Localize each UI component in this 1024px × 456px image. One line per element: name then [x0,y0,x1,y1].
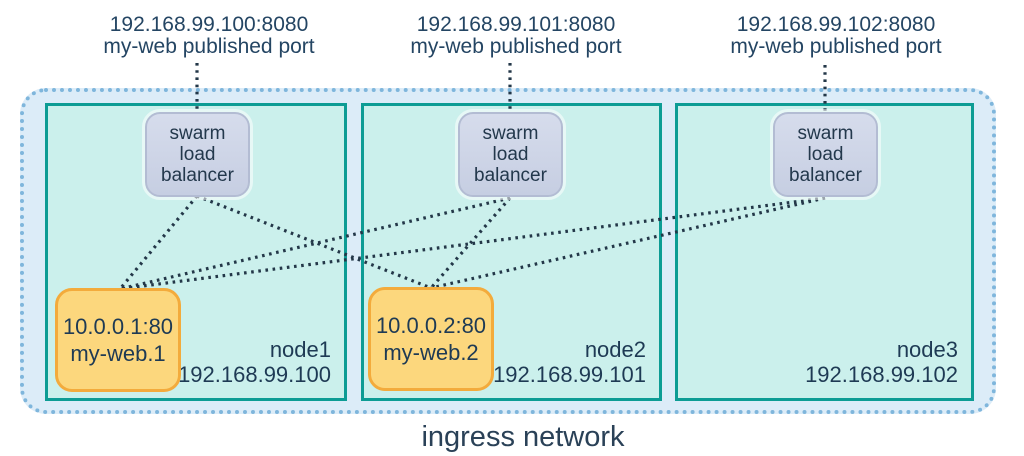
task-name: my-web.1 [70,341,166,366]
node-label: node2 192.168.99.101 [493,337,646,387]
published-port-address: 192.168.99.102:8080 [736,13,936,36]
task-box-my-web-1: 10.0.0.1:80 my-web.1 [55,288,181,392]
published-port-caption: my-web published port [730,35,942,58]
node-ip: 192.168.99.102 [805,362,958,387]
published-port-caption: my-web published port [410,35,622,58]
node-name: node2 [584,337,646,362]
published-port-label-node1: 192.168.99.100:8080 my-web published por… [69,14,349,58]
task-name: my-web.2 [383,340,479,365]
published-port-label-node2: 192.168.99.101:8080 my-web published por… [376,14,656,58]
node-ip: 192.168.99.101 [493,362,646,387]
published-port-address: 192.168.99.100:8080 [109,13,309,36]
node-label: node3 192.168.99.102 [805,337,958,387]
task-address: 10.0.0.1:80 [62,314,174,339]
node-label: node1 192.168.99.100 [178,337,331,387]
node-name: node1 [269,337,331,362]
task-box-my-web-2: 10.0.0.2:80 my-web.2 [368,287,494,391]
load-balancer-node3: swarm load balancer [770,109,881,200]
published-port-caption: my-web published port [103,35,315,58]
published-port-label-node3: 192.168.99.102:8080 my-web published por… [696,14,976,58]
node-name: node3 [896,337,958,362]
published-port-address: 192.168.99.101:8080 [416,13,616,36]
node-ip: 192.168.99.100 [178,362,331,387]
load-balancer-node2: swarm load balancer [455,109,566,200]
load-balancer-node1: swarm load balancer [142,109,253,200]
task-address: 10.0.0.2:80 [375,313,487,338]
ingress-network-label: ingress network [421,421,625,453]
